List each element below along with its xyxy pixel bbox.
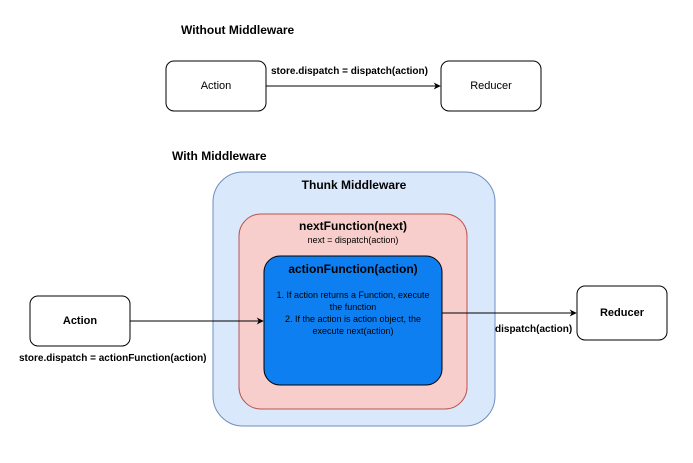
- with-middleware-heading: With Middleware: [172, 149, 267, 163]
- action-label-top: Action: [200, 80, 232, 92]
- action-edge-label-bottom: store.dispatch = actionFunction(action): [19, 353, 207, 364]
- reducer-label-top: Reducer: [470, 80, 512, 92]
- action-function-line-1: 1. If action returns a Function, execute: [276, 290, 430, 300]
- without-middleware-heading: Without Middleware: [181, 23, 295, 37]
- edge-label-top: store.dispatch = dispatch(action): [271, 66, 428, 77]
- action-function-line-2: the function: [329, 302, 377, 312]
- action-function-line-4: execute next(action): [312, 326, 394, 336]
- action-function-title: actionFunction(action): [288, 262, 418, 276]
- thunk-middleware-title: Thunk Middleware: [301, 178, 407, 192]
- reducer-edge-label-bottom: dispatch(action): [495, 324, 573, 335]
- action-label-bottom: Action: [62, 315, 98, 327]
- reducer-box-bottom[interactable]: [576, 285, 668, 341]
- next-function-title: nextFunction(next): [299, 219, 407, 233]
- reducer-box-top[interactable]: [440, 60, 542, 112]
- reducer-label-bottom: Reducer: [599, 307, 645, 319]
- action-function-container[interactable]: [263, 255, 443, 386]
- next-function-subtitle: next = dispatch(action): [307, 235, 399, 245]
- action-function-line-3: 2. If the action is action object, the: [284, 314, 422, 324]
